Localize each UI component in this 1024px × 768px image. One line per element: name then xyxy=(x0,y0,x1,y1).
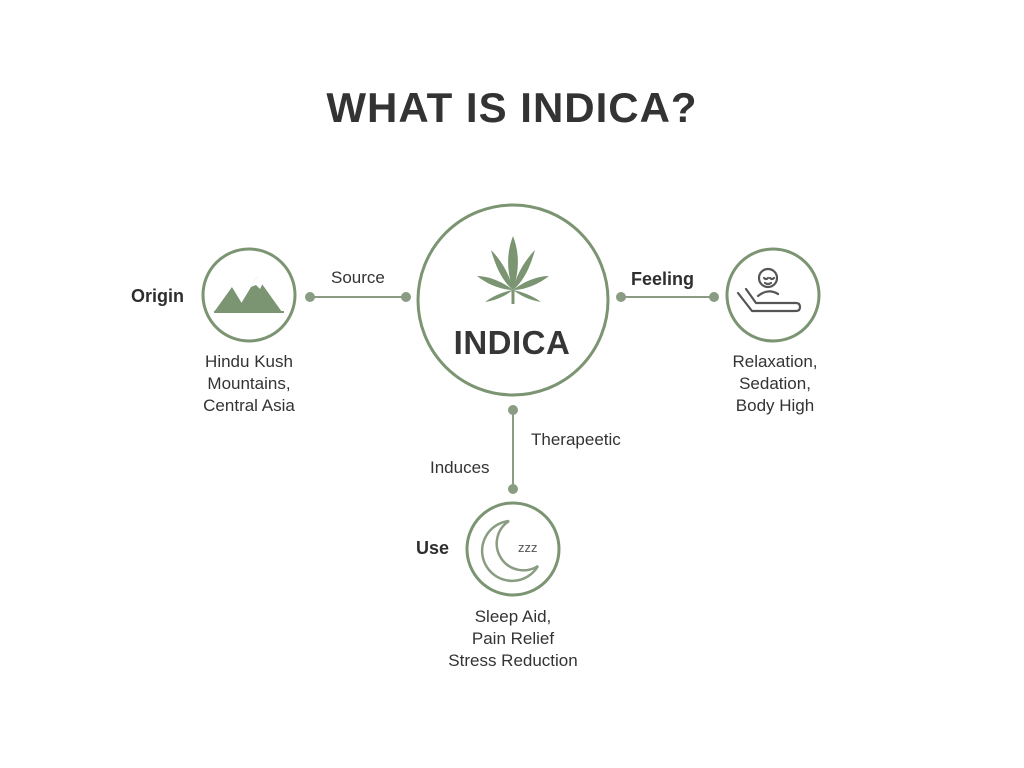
use-line: Sleep Aid, xyxy=(474,607,552,626)
moon-sleep-icon: zzz xyxy=(480,519,540,583)
use-category: Use xyxy=(416,538,450,558)
connector-use xyxy=(508,405,518,494)
origin-description: Hindu Kush Mountains, Central Asia xyxy=(169,351,329,417)
feeling-line: Sedation, xyxy=(739,374,811,393)
connector-feeling xyxy=(616,292,719,302)
zzz-text: zzz xyxy=(518,540,538,555)
feeling-line: Body High xyxy=(735,396,815,415)
page-title: WHAT IS INDICA? xyxy=(326,84,698,131)
center-label: INDICA xyxy=(453,324,571,361)
reclining-person-icon xyxy=(736,267,802,313)
use-connector-left-label: Induces xyxy=(430,458,490,477)
feeling-circle xyxy=(725,247,821,343)
origin-line: Mountains, xyxy=(207,374,291,393)
origin-line: Hindu Kush xyxy=(205,352,293,371)
feeling-description: Relaxation, Sedation, Body High xyxy=(700,351,850,417)
origin-category: Origin xyxy=(131,286,184,306)
origin-connector-label: Source xyxy=(331,268,385,287)
mountains-icon xyxy=(214,277,284,313)
cannabis-leaf-icon xyxy=(477,236,549,304)
feeling-line: Relaxation, xyxy=(732,352,818,371)
connector-origin xyxy=(305,292,411,302)
use-line: Stress Reduction xyxy=(448,651,578,670)
use-line: Pain Relief xyxy=(471,629,555,648)
origin-line: Central Asia xyxy=(203,396,295,415)
feeling-connector-label: Feeling xyxy=(631,269,695,289)
use-description: Sleep Aid, Pain Relief Stress Reduction xyxy=(413,606,613,672)
use-connector-right-label: Therapeetic xyxy=(531,430,621,449)
